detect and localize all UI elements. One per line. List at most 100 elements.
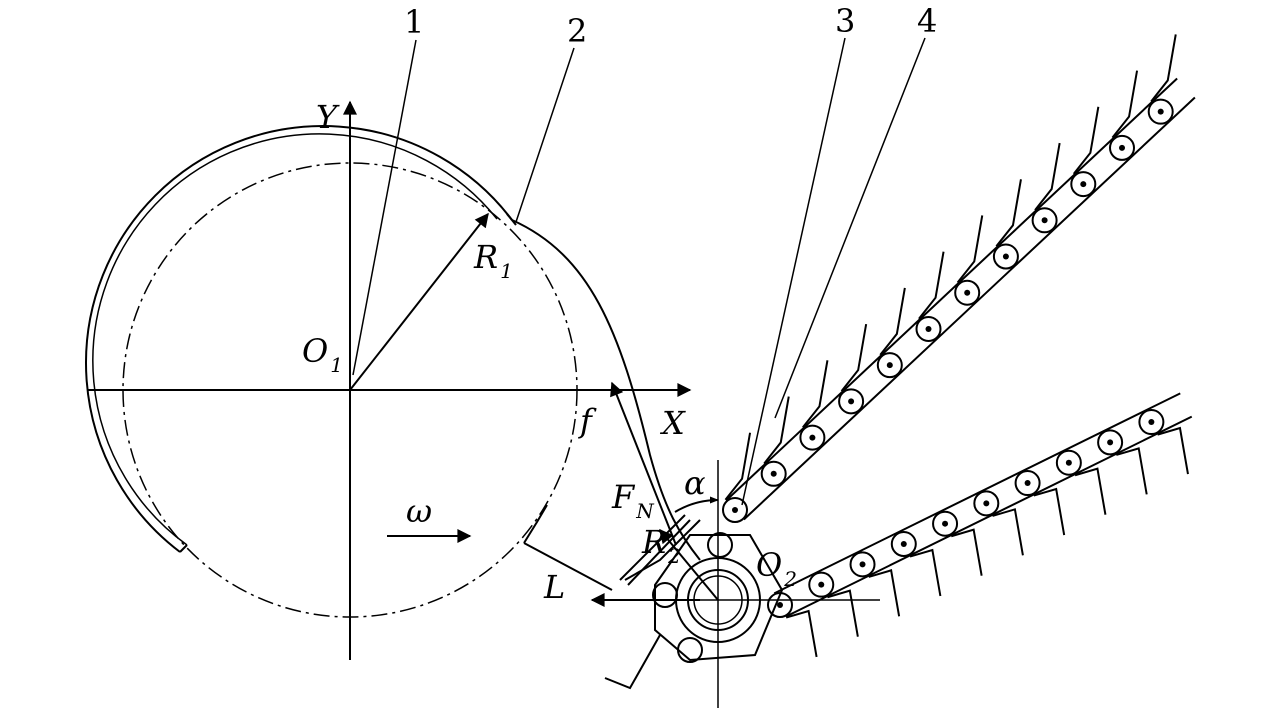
upper-chain-tine: [802, 360, 829, 428]
lower-chain-tine: [1033, 487, 1066, 536]
guide-outer-arc: [85, 125, 513, 553]
alpha-arc: [674, 496, 719, 513]
upper-chain-link: [838, 388, 865, 415]
upper-chain-tine: [763, 396, 790, 465]
guide-end-tick: [179, 544, 188, 553]
lower-chain-link: [890, 531, 917, 558]
upper-chain-tine: [724, 432, 752, 501]
sprocket-link: [652, 582, 678, 608]
drum-pitch-circle: [122, 162, 578, 618]
sprocket-o2: [610, 460, 880, 708]
lower-hook-segment: [523, 504, 548, 544]
sprocket-link: [707, 532, 733, 558]
lower-chain-pin: [983, 500, 990, 507]
upper-chain-pin: [770, 470, 777, 477]
lower-chain-pin: [1107, 439, 1114, 446]
part-label-4: 4: [917, 2, 937, 40]
upper-chain-link: [876, 352, 903, 379]
guide-plate: [511, 219, 701, 561]
normal-force-tine: [624, 519, 701, 581]
upper-chain-pin: [886, 362, 893, 369]
upper-chain-tine: [840, 323, 868, 392]
upper-chain-link: [954, 279, 981, 306]
x-axis-label: X: [659, 404, 686, 442]
upper-chain-link: [1109, 134, 1136, 161]
upper-chain-pin: [848, 398, 855, 405]
upper-chain-tine: [1034, 142, 1061, 211]
upper-chain-link: [799, 424, 826, 451]
sprocket-link: [677, 637, 703, 663]
upper-chain-pin: [809, 434, 816, 441]
upper-chain-pin: [925, 325, 932, 332]
upper-chain-link: [992, 243, 1019, 270]
lower-chain-link: [849, 551, 876, 578]
lower-chain-link: [808, 571, 835, 598]
upper-chain-edge-a: [743, 96, 1196, 521]
part-label-3: 3: [835, 2, 855, 40]
guide-inner-arc: [92, 133, 498, 546]
upper-chain-tine: [918, 251, 945, 320]
lower-chain-pin: [900, 541, 907, 548]
lower-chain-tine: [1157, 426, 1189, 475]
lower-chain-edge-b: [773, 392, 1181, 595]
r1-arrow: [349, 212, 489, 391]
omega-label: ω: [406, 492, 432, 530]
lower-chain-tine: [868, 569, 901, 617]
part-label-1: 1: [404, 3, 424, 41]
lower-chain-tine: [1074, 467, 1107, 515]
upper-chain-tine: [879, 287, 906, 356]
upper-chain-tine: [1111, 70, 1139, 139]
upper-chain-tine: [995, 179, 1022, 247]
l-guide-line: [523, 542, 613, 591]
lower-chain-pin: [1024, 480, 1031, 487]
upper-chain-link: [760, 460, 787, 487]
upper-chain-link: [1070, 171, 1097, 198]
normal-force-edge: [627, 519, 691, 586]
lower-chain-pin: [777, 602, 783, 608]
leader-line-3: [741, 37, 846, 506]
upper-chain-tine: [956, 215, 984, 284]
upper-chain-pin: [1157, 108, 1164, 115]
lower-tine: [604, 634, 661, 690]
lower-chain-link: [932, 510, 959, 537]
lower-chain-pin: [859, 561, 866, 568]
upper-chain-edge-b: [725, 77, 1178, 502]
part-label-2: 2: [567, 12, 587, 50]
upper-chain-pin: [1080, 181, 1087, 188]
lower-chain-link: [1138, 409, 1165, 436]
upper-chain-pin: [1002, 253, 1009, 260]
normal-force-line: [619, 514, 686, 581]
leader-line-4: [774, 37, 926, 419]
lower-chain-tine: [909, 548, 942, 597]
friction-arrow: [610, 381, 677, 546]
lower-chain-tine: [992, 508, 1024, 556]
alpha-label: α: [684, 464, 706, 502]
guide-top-tick: [506, 213, 517, 226]
upper-chain-pin: [732, 507, 738, 513]
lower-chain-tine: [1116, 447, 1148, 495]
lower-chain-tine: [950, 528, 983, 576]
lower-chain-link: [1014, 470, 1041, 497]
upper-chain-pin: [1041, 217, 1048, 224]
lower-chain-pin: [1065, 459, 1072, 466]
upper-chain-tine: [1072, 106, 1100, 175]
upper-chain-link: [1147, 98, 1174, 125]
chains-group: [604, 34, 1196, 690]
upper-chain-pin: [964, 289, 971, 296]
lower-chain-edge-a: [785, 415, 1193, 618]
leader-line-1: [352, 39, 417, 376]
lower-chain-pin: [942, 520, 949, 527]
upper-chain-tine: [1150, 34, 1177, 103]
lower-chain-pin: [818, 581, 825, 588]
upper-chain-link: [722, 497, 748, 523]
lower-chain-link: [973, 490, 1000, 517]
lower-chain-tine: [785, 609, 818, 658]
lower-chain-link: [1097, 429, 1124, 456]
lower-chain-pin: [1148, 419, 1155, 426]
